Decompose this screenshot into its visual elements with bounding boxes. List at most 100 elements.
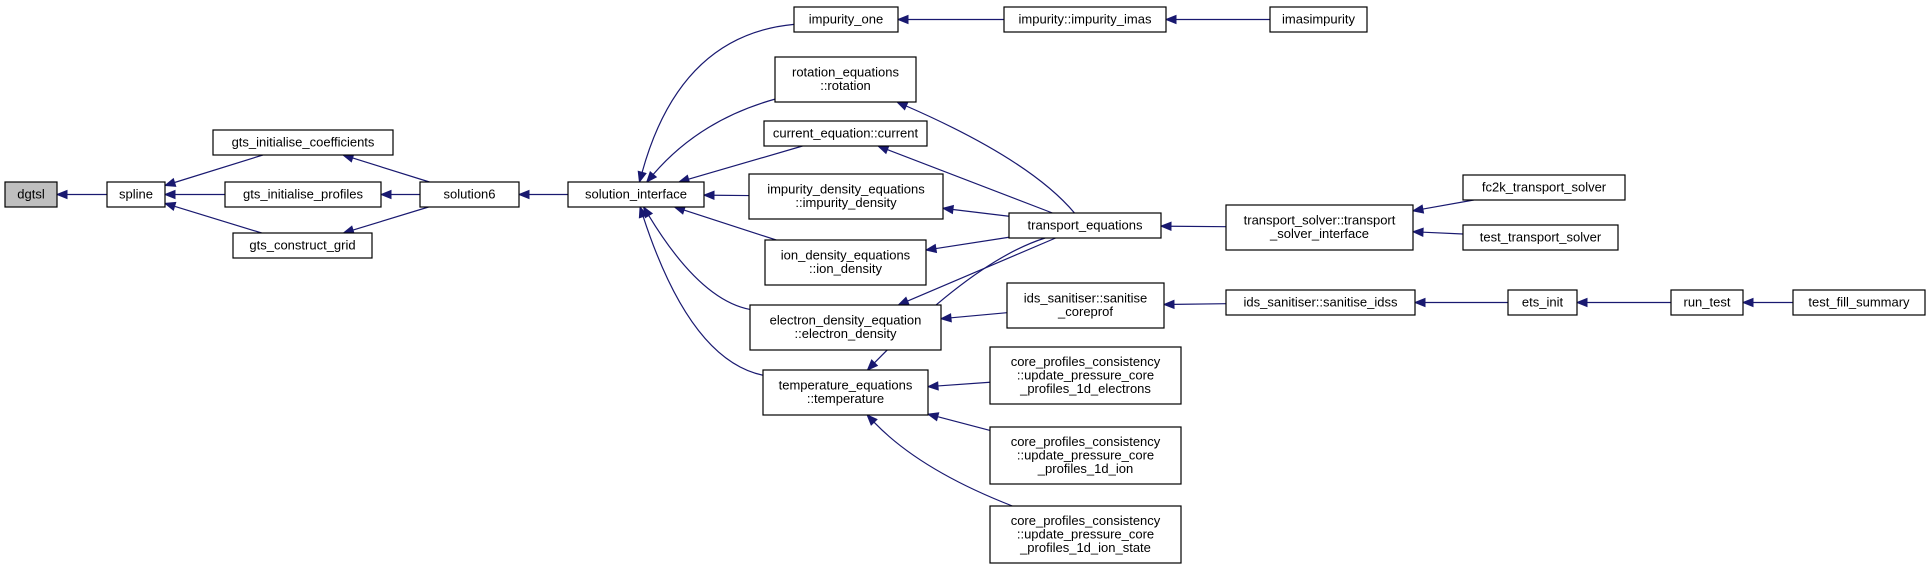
arrowhead-icon: [941, 204, 954, 215]
node-test-fill-summary[interactable]: test_fill_summary: [1792, 289, 1926, 316]
node-run-test[interactable]: run_test: [1670, 289, 1744, 316]
edge-line: [352, 206, 429, 231]
node-label: transport_solver::transport: [1244, 213, 1396, 228]
edges-layer: [55, 14, 1793, 507]
edge-gts_initialise_profiles-to-spline: [163, 189, 225, 200]
arrowhead-icon: [645, 170, 658, 184]
node-gts-initialise-profiles[interactable]: gts_initialise_profiles: [224, 181, 382, 208]
node-box: [762, 369, 929, 416]
node-label: transport_equations: [1028, 217, 1143, 232]
node-label: solution6: [443, 186, 495, 201]
arrowhead-icon: [897, 296, 910, 306]
node-box: [224, 181, 382, 208]
arrowhead-icon: [163, 189, 176, 200]
edge-line: [1422, 199, 1474, 210]
node-transport-solver-interface[interactable]: transport_solver::transport_solver_inter…: [1225, 204, 1414, 251]
node-box: [774, 56, 917, 103]
node-impurity-imas[interactable]: impurity::impurity_imas: [1003, 6, 1167, 33]
edge-transport_equations-to-ion_density_equations: [924, 236, 1010, 254]
node-box: [1003, 6, 1167, 33]
node-transport-equations[interactable]: transport_equations: [1008, 212, 1162, 239]
node-temperature-equations[interactable]: temperature_equations::temperature: [762, 369, 929, 416]
node-ion-density-equations[interactable]: ion_density_equations::ion_density: [764, 239, 927, 286]
node-label: temperature_equations: [779, 378, 913, 393]
node-current-equation[interactable]: current_equation::current: [763, 120, 928, 147]
node-spline[interactable]: spline: [106, 181, 166, 208]
node-gts-initialise-coefficients[interactable]: gts_initialise_coefficients: [212, 129, 394, 156]
node-label: ::temperature: [807, 391, 884, 406]
node-label: ::update_pressure_core: [1017, 447, 1154, 462]
node-label: core_profiles_consistency: [1011, 354, 1161, 369]
edge-line: [688, 145, 803, 180]
node-label: _profiles_1d_ion_state: [1019, 540, 1151, 555]
edge-solution6-to-gts_initialise_coefficients: [341, 153, 430, 183]
node-box: [989, 426, 1182, 485]
node-dgtsl[interactable]: dgtsl: [4, 181, 58, 208]
edge-cpc_ion-to-temperature_equations: [926, 412, 991, 432]
edge-line: [905, 105, 1075, 214]
node-impurity-density-equations[interactable]: impurity_density_equations::impurity_den…: [748, 173, 944, 220]
edge-transport_solver_interface-to-transport_equations: [1159, 221, 1227, 231]
node-box: [764, 239, 927, 286]
edge-solution_interface-to-solution6: [517, 189, 568, 200]
node-box: [4, 181, 58, 208]
node-ets-init[interactable]: ets_init: [1507, 289, 1578, 316]
edge-impurity_density_equations-to-solution_interface: [702, 190, 750, 200]
edge-ids_sanitise_coreprof-to-electron_density_equation: [939, 312, 1008, 323]
node-label: imasimpurity: [1282, 11, 1355, 26]
node-solution6[interactable]: solution6: [419, 181, 520, 208]
node-gts-construct-grid[interactable]: gts_construct_grid: [232, 232, 373, 259]
edge-spline-to-dgtsl: [55, 189, 107, 200]
arrowhead-icon: [1413, 297, 1426, 308]
node-box: [793, 6, 899, 33]
node-ids-sanitise-coreprof[interactable]: ids_sanitiser::sanitise_coreprof: [1006, 282, 1165, 329]
node-impurity-one[interactable]: impurity_one: [793, 6, 899, 33]
edge-solution6-to-gts_construct_grid: [342, 206, 429, 235]
node-box: [1269, 6, 1368, 33]
node-solution-interface[interactable]: solution_interface: [567, 181, 705, 208]
node-label: fc2k_transport_solver: [1482, 179, 1607, 194]
edge-sanitise_idss-to-ids_sanitise_coreprof: [1162, 299, 1227, 310]
arrowhead-icon: [638, 205, 648, 219]
node-electron-density-equation[interactable]: electron_density_equation::electron_dens…: [749, 304, 942, 351]
arrowhead-icon: [866, 414, 878, 426]
node-label: _solver_interface: [1269, 226, 1369, 241]
node-cpc-ion-state[interactable]: core_profiles_consistency::update_pressu…: [989, 505, 1182, 564]
node-box: [748, 173, 944, 220]
arrowhead-icon: [163, 177, 177, 187]
node-label: impurity_density_equations: [767, 182, 925, 197]
arrowhead-icon: [1162, 299, 1175, 310]
node-box: [989, 346, 1182, 405]
node-label: core_profiles_consistency: [1011, 434, 1161, 449]
arrowhead-icon: [702, 190, 715, 200]
edge-gts_initialise_coefficients-to-spline: [163, 154, 264, 187]
edge-rotation_equations-to-solution_interface: [645, 98, 776, 184]
edge-line: [642, 216, 764, 376]
edge-line: [352, 157, 430, 183]
arrowhead-icon: [924, 243, 938, 254]
arrowhead-icon: [939, 313, 952, 323]
node-cpc-electrons[interactable]: core_profiles_consistency::update_pressu…: [989, 346, 1182, 405]
node-test-transport-solver[interactable]: test_transport_solver: [1462, 224, 1619, 251]
edge-test_transport_solver-to-transport_solver_interface: [1411, 227, 1464, 237]
node-fc2k-transport-solver[interactable]: fc2k_transport_solver: [1462, 174, 1626, 201]
arrowhead-icon: [517, 189, 530, 200]
node-box: [1507, 289, 1578, 316]
edge-imasimpurity-to-impurity_imas: [1164, 14, 1270, 25]
node-imasimpurity[interactable]: imasimpurity: [1269, 6, 1368, 33]
edge-transport_equations-to-rotation_equations: [895, 101, 1075, 214]
node-box: [419, 181, 520, 208]
arrowhead-icon: [895, 101, 909, 111]
node-rotation-equations[interactable]: rotation_equations::rotation: [774, 56, 917, 103]
node-cpc-ion[interactable]: core_profiles_consistency::update_pressu…: [989, 426, 1182, 485]
node-box: [1008, 212, 1162, 239]
edge-transport_equations-to-impurity_density_equations: [941, 204, 1010, 217]
node-box: [212, 129, 394, 156]
node-label: impurity_one: [809, 11, 883, 26]
node-sanitise-idss[interactable]: ids_sanitiser::sanitise_idss: [1225, 289, 1416, 316]
arrowhead-icon: [1575, 297, 1588, 308]
edge-ets_init-to-sanitise_idss: [1413, 297, 1508, 308]
edge-line: [648, 215, 751, 311]
arrowhead-icon: [1411, 227, 1424, 237]
edge-line: [873, 421, 1013, 507]
